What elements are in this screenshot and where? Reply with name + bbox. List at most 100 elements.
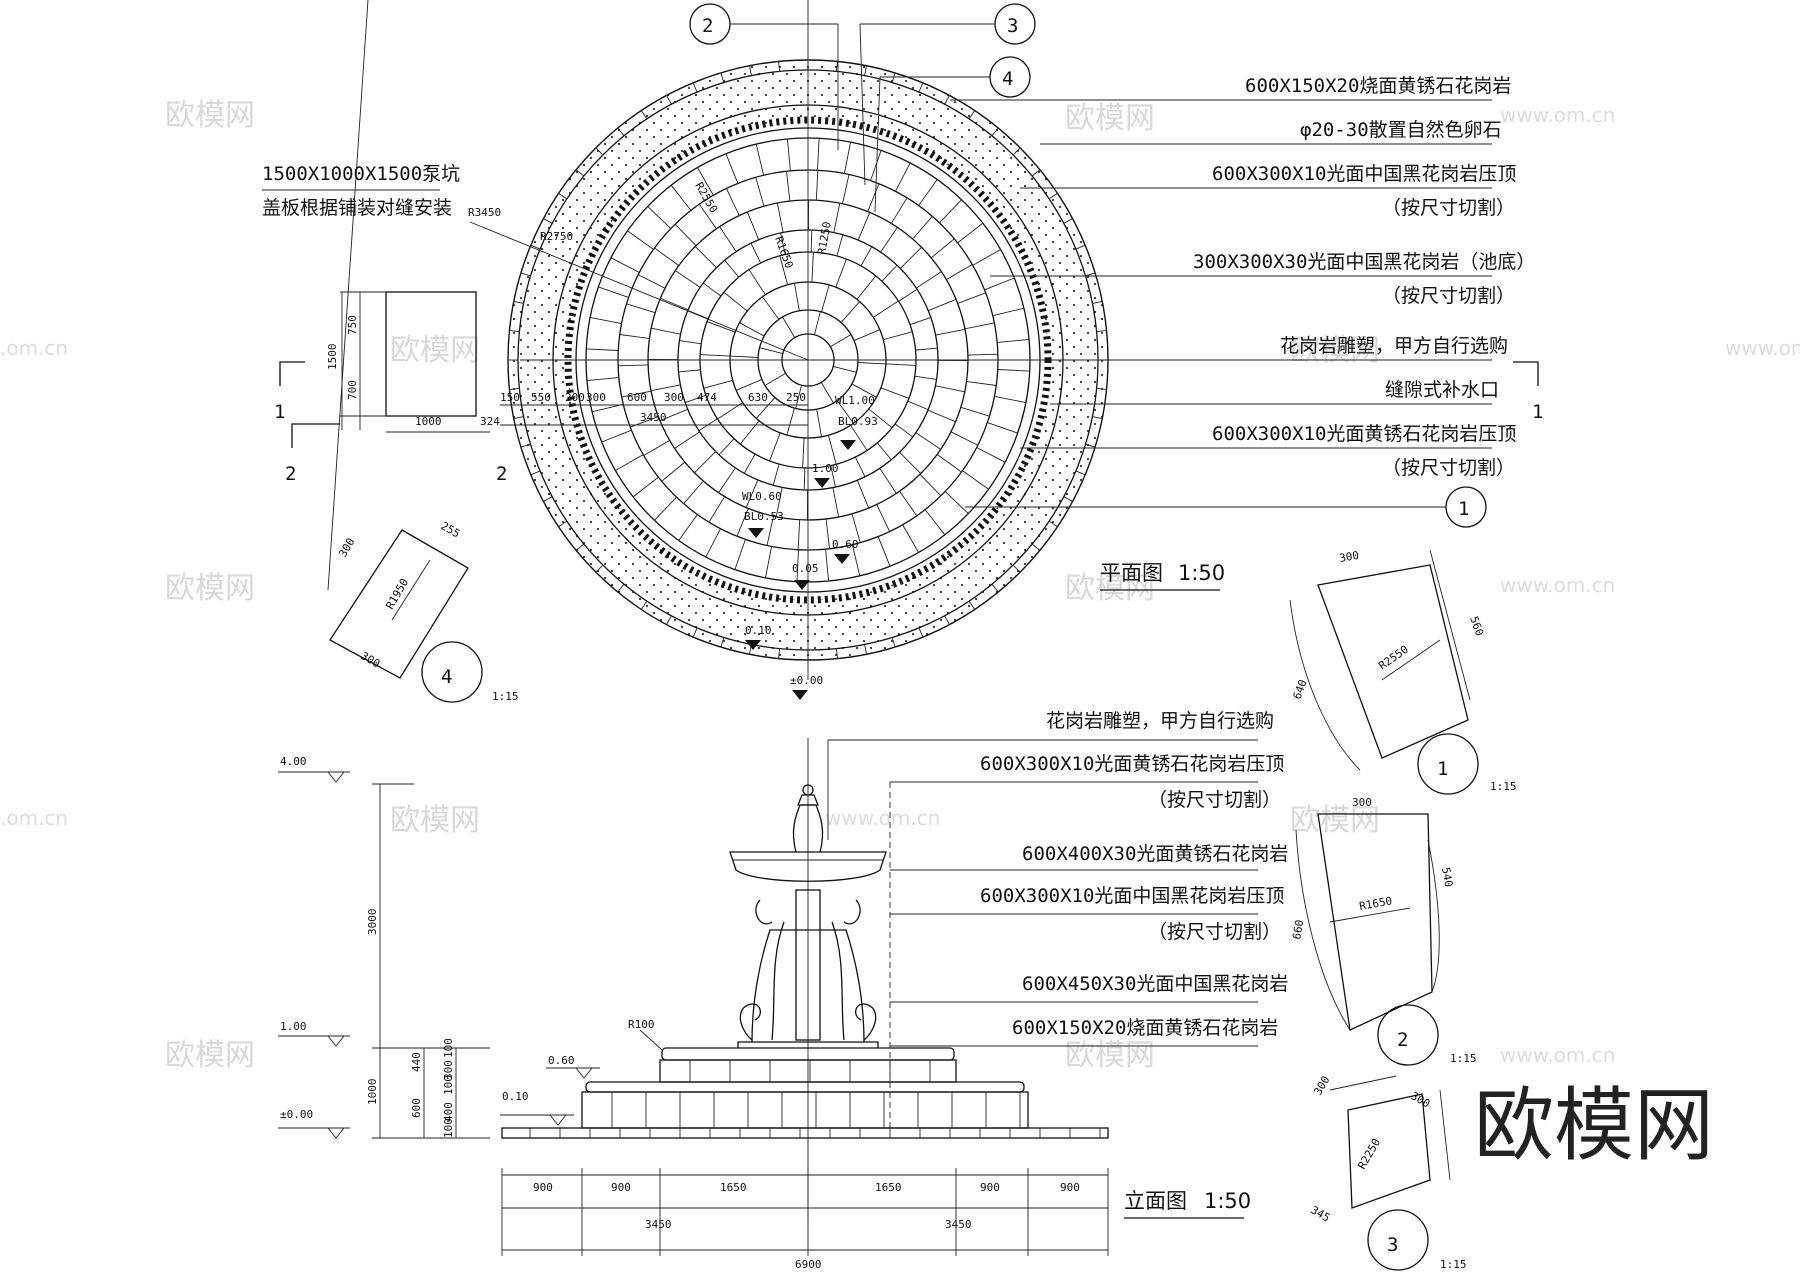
paving-joint [860,246,873,267]
level-label: 0.60 [548,1054,575,1067]
dim-text: 150 [500,391,520,404]
paving-joint [734,539,746,570]
paving-joint [816,409,822,437]
dim-text: 300 [664,391,684,404]
paving-joint [736,508,749,537]
elevation-title: 立面图 [1124,1189,1187,1213]
section-mark: 2 [285,463,296,485]
elevation-notes: 花岗岩雕塑，甲方自行选购 600X300X10光面黄锈石花岗岩压顶 （按尺寸切割… [980,710,1288,1039]
paving-joint [914,375,937,380]
level-label: WL0.60 [742,490,782,503]
paving-joint [698,203,717,230]
level-marker [748,528,764,538]
paving-joint [876,442,892,461]
paving-joint [1031,543,1041,551]
watermark: 欧模网 [1290,803,1380,838]
paving-joint [675,270,701,288]
detail-number: 1 [1437,758,1448,780]
paver-outline [329,529,469,679]
detail-1-bubble [1417,733,1479,795]
paving-joint [890,197,908,224]
outer-basin [581,1091,1029,1129]
paving-joint [857,362,886,365]
paving-joint [915,432,941,450]
detail-scale: 1:15 [1450,1052,1477,1065]
paving-joint [778,61,781,72]
paving-joint [883,331,913,341]
paving-joint [786,138,791,171]
dim-text: 255 [439,519,463,540]
level-label: 0.60 [832,538,859,551]
paving-joint [683,480,704,504]
paving-joint [802,437,805,468]
paving-joint [820,382,834,404]
watermark: 欧模网 [1065,571,1155,606]
note-text: 花岗岩雕塑，甲方自行选购 [1046,710,1274,732]
watermark: 欧模网 [165,571,255,606]
paver-outline [1317,564,1469,759]
watermark: 欧模网 [165,1038,255,1073]
paving-joint [592,403,624,413]
paving-joint [670,184,692,211]
paving-joint [706,321,736,333]
paving-joint [821,284,830,312]
paving-joint [836,400,854,424]
paving-joint [885,363,916,366]
watermark-url: www.om.cn [1500,1043,1615,1067]
paving-joint [915,347,938,351]
watermark: 欧模网 [390,333,480,368]
note-text: 600X150X20烧面黄锈石花岗岩 [1245,75,1511,97]
paving-joint [627,230,654,250]
watermark: 欧模网 [1065,1038,1155,1073]
note-text: 300X300X30光面中国黑花岗岩（池底） [1193,251,1535,273]
paving-joint [856,480,870,509]
paving-joint [1063,496,1073,502]
dim-text: 640 [1291,678,1310,701]
paving-joint [813,311,821,335]
base-paving [501,1127,1109,1139]
dim-text: 324 [480,415,500,428]
watermark: 欧模网 [165,98,255,133]
stone-joints [529,1060,1101,1138]
level-marker [840,440,856,450]
level-label: WL1.00 [835,394,875,407]
paving-joint [924,509,946,536]
paving-joint [586,348,619,351]
paving-joint [946,264,973,280]
paving-joint [898,288,918,302]
radius-label: R1250 [815,221,834,256]
paving-joint [935,385,965,393]
callout-number: 3 [1007,15,1018,37]
watermark-url: www.om.cn [1500,103,1615,127]
paving-joint [827,435,837,465]
paving-joint [825,549,830,582]
paving-joint [575,169,585,177]
note-text: 600X450X30光面中国黑花岗岩 [1022,973,1288,995]
paving-joint [1075,470,1086,476]
paving-joint [835,61,838,72]
paving-joint [718,438,735,456]
paving-joint [660,297,689,311]
paving-joint [520,272,531,277]
paving-joint [968,110,976,120]
paving-joint [830,334,852,348]
paving-joint [840,301,860,323]
paving-joint [935,328,966,336]
paving-joint [725,188,740,216]
dim-text: 900 [980,1181,1000,1194]
paving-joint [674,223,697,246]
level-markers: 4.00 1.00 ±0.00 0.60 0.10 [278,755,600,1139]
level-marker [792,690,808,700]
dim-text: 3450 [640,411,667,424]
level-label: BL0.93 [838,415,878,428]
paving-joint [992,307,1024,317]
paving-joint [743,453,756,474]
dim-text: 300 [1311,1074,1332,1098]
dim-text: 3450 [645,1218,672,1231]
note-text: 600X400X30光面黄锈石花岗岩 [1022,843,1288,865]
paving-joint [746,211,760,240]
paving-joint [833,365,857,373]
dim-text: 560 [1467,615,1486,638]
paving-joint [705,528,721,558]
radius-label: R3450 [468,206,501,219]
